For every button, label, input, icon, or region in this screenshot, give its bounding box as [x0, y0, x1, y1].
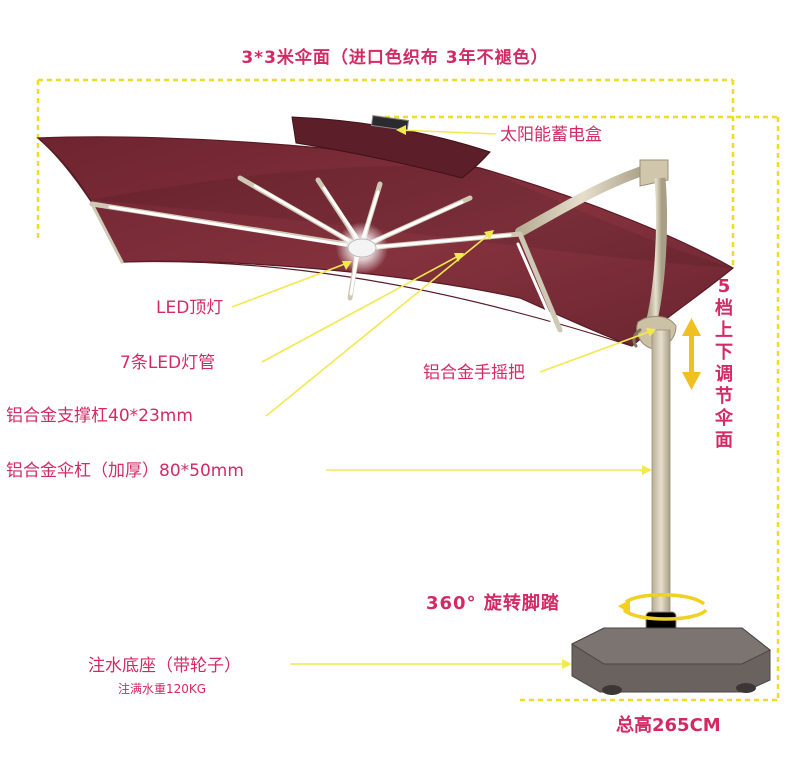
rib-9: [90, 202, 124, 264]
adjust-label: 5档上下调节伞面: [715, 276, 733, 451]
main-pole: [651, 329, 671, 626]
rotate-label: 360° 旋转脚踏: [426, 593, 560, 614]
led-top-light: [336, 222, 388, 274]
callout-lines: [231, 129, 655, 665]
rotation-arrowhead: [618, 600, 630, 614]
led-tube-5: [370, 200, 464, 244]
canopy-fold-front: [121, 260, 633, 347]
arrow-pole: [642, 465, 652, 475]
upper-arm: [515, 165, 650, 237]
total-height-label: 总高265CM: [616, 715, 721, 736]
solar-panel: [370, 114, 410, 132]
arrow-solar: [396, 125, 406, 135]
callout-arrowheads: [342, 125, 656, 669]
umbrella-canopy: [36, 114, 735, 347]
canopy-shade: [90, 165, 733, 268]
adjust-arrow-icon: [682, 318, 701, 390]
water-base: [570, 627, 771, 695]
rotation-arc-back: [624, 593, 706, 606]
led-top-label: LED顶灯: [156, 298, 224, 318]
arrow-led-top: [342, 261, 352, 270]
ribs-label: 铝合金支撑杠40*23mm: [6, 406, 193, 426]
base-top: [570, 627, 771, 665]
canopy-width-label: 3*3米伞面（进口色织布 3年不褪色）: [241, 48, 549, 68]
led-hub: [347, 238, 377, 258]
hanging-arm: [644, 177, 668, 330]
led-tube-6: [374, 233, 512, 249]
callout-rib: [265, 231, 493, 417]
base-label: 注水底座（带轮子）: [88, 656, 241, 676]
adjust-arrow-up: [682, 318, 701, 336]
callout-led-top: [231, 261, 351, 308]
solar-box-label: 太阳能蓄电盒: [500, 125, 602, 145]
arrow-crank: [646, 328, 656, 337]
base-wheel-left: [602, 685, 622, 695]
base-weight-note: 注满水重120KG: [118, 682, 207, 696]
callout-solar: [397, 129, 497, 135]
arrow-rib: [484, 230, 494, 240]
base-wheel-right: [736, 683, 756, 693]
rib-7: [517, 231, 563, 333]
arrow-led-tube: [454, 253, 464, 262]
callout-crank: [539, 329, 655, 373]
adjust-arrow-down: [682, 372, 701, 390]
led-tube-1: [108, 205, 347, 247]
callout-led-tube: [261, 253, 463, 363]
led-tubes-label: 7条LED灯管: [120, 353, 216, 373]
led-tube-7: [516, 242, 556, 328]
crank-label: 铝合金手摇把: [423, 363, 525, 383]
rotation-arrow-icon: [618, 593, 708, 621]
dimension-lines: [36, 78, 780, 702]
arrow-base: [562, 659, 572, 669]
adjust-arrow-shaft: [689, 330, 694, 378]
pole-label: 铝合金伞杠（加厚）80*50mm: [6, 461, 244, 481]
umbrella-frame: [515, 159, 677, 635]
led-tube-2: [253, 184, 350, 242]
